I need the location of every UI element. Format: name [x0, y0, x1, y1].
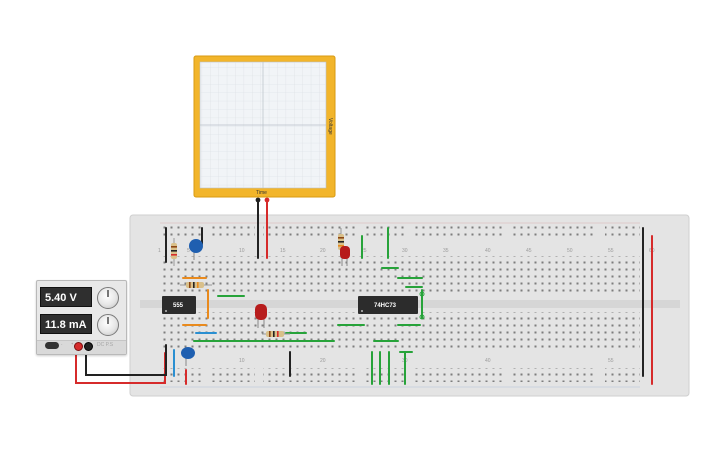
scope-y-label: Voltage [327, 118, 333, 135]
lower-terminal-strip[interactable] [160, 312, 640, 352]
components: 555 74HC73 [162, 228, 425, 366]
power-supply-model: DC P.S [97, 342, 114, 348]
power-supply[interactable]: 5.40 V 11.8 mA - + DC P.S [36, 280, 127, 355]
oscilloscope[interactable]: Time Voltage [193, 55, 336, 203]
column-number: 30 [402, 248, 408, 254]
capacitor-ceramic[interactable] [189, 239, 203, 260]
resistor[interactable] [180, 282, 212, 288]
column-number: 40 [485, 358, 491, 364]
ic-555-label: 555 [173, 303, 184, 309]
voltage-knob[interactable] [97, 287, 119, 309]
column-number: 55 [608, 248, 614, 254]
ic-74hc73-label: 74HC73 [374, 303, 397, 309]
current-knob[interactable] [97, 314, 119, 336]
ic-555[interactable]: 555 [162, 296, 196, 314]
column-number: 1 [158, 248, 161, 254]
ic-74hc73[interactable]: 74HC73 [358, 296, 418, 314]
voltage-display: 5.40 V [40, 287, 92, 307]
positive-terminal[interactable] [74, 342, 83, 351]
capacitor-ceramic[interactable] [181, 347, 195, 366]
column-number: 35 [443, 248, 449, 254]
negative-terminal[interactable] [84, 342, 93, 351]
column-number: 25 [361, 248, 367, 254]
wire-black[interactable] [85, 344, 167, 376]
wires [75, 200, 653, 385]
bottom-power-rail[interactable] [160, 368, 640, 382]
column-number: 20 [320, 358, 326, 364]
column-number: 5 [187, 248, 190, 254]
power-switch[interactable] [45, 342, 59, 349]
top-power-rail[interactable] [160, 225, 640, 239]
led-red[interactable] [340, 246, 350, 266]
column-number: 55 [608, 358, 614, 364]
column-number: 50 [567, 248, 573, 254]
current-display: 11.8 mA [40, 314, 92, 334]
column-number: 10 [239, 248, 245, 254]
upper-terminal-strip[interactable] [160, 256, 640, 296]
column-number: 10 [239, 358, 245, 364]
plus-label: + [71, 341, 74, 346]
column-number: 45 [526, 248, 532, 254]
resistor[interactable] [262, 331, 290, 337]
resistor[interactable] [171, 238, 177, 266]
column-number: 20 [320, 248, 326, 254]
column-number: 40 [485, 248, 491, 254]
column-number: 15 [280, 248, 286, 254]
led-red[interactable] [255, 304, 267, 328]
minus-label: - [61, 341, 63, 346]
scope-x-label: Time [256, 190, 267, 196]
